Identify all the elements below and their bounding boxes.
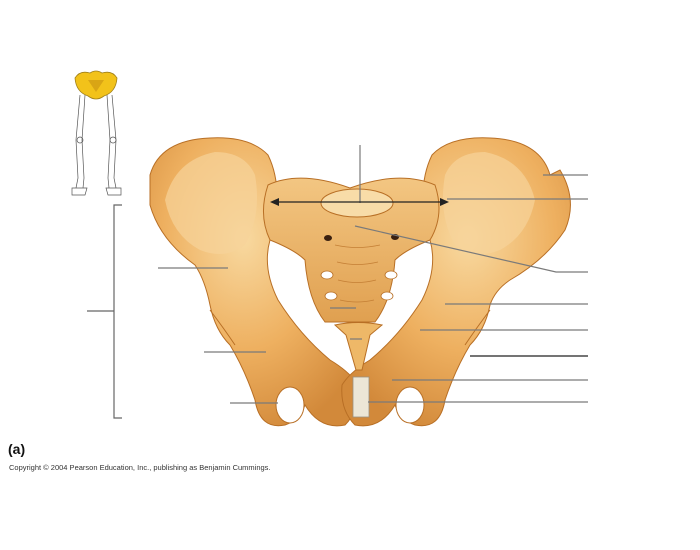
coccyx — [333, 322, 384, 371]
pubic-symphysis — [352, 376, 370, 418]
left-hip-bone — [149, 137, 359, 427]
sacrum — [263, 177, 440, 371]
thumbnail-skeleton-icon — [71, 70, 122, 196]
copyright-notice: Copyright © 2004 Pearson Education, Inc.… — [9, 463, 271, 472]
right-hip-bone — [341, 137, 571, 427]
leader-lines — [158, 145, 588, 404]
hip-bone-bracket — [87, 204, 122, 419]
panel-label: (a) — [8, 441, 26, 457]
